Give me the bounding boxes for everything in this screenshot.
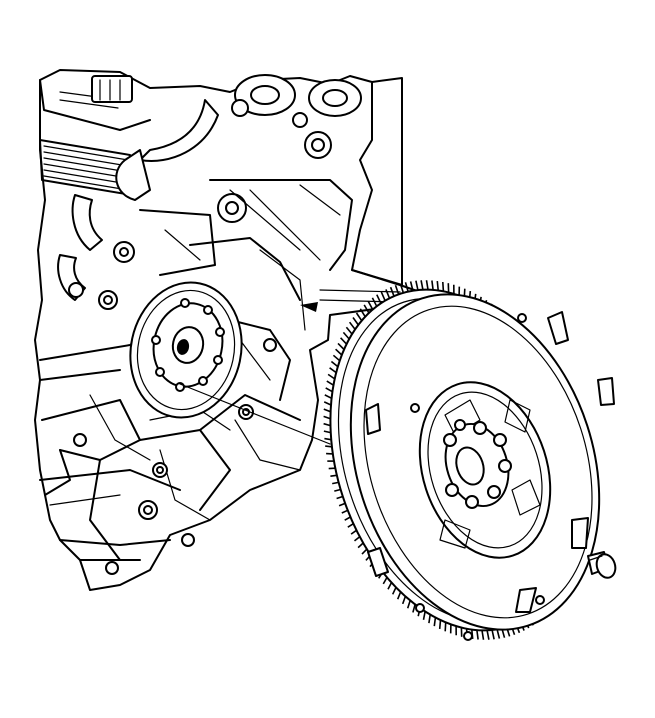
- flywheel: [323, 280, 615, 641]
- ring-gear-tooth: [332, 354, 341, 362]
- ring-gear-tooth: [342, 331, 350, 340]
- ring-gear-tooth: [337, 342, 345, 351]
- ring-gear-tooth: [380, 291, 386, 302]
- ring-gear-tooth: [412, 604, 416, 613]
- ring-gear-tooth: [382, 577, 388, 585]
- ring-gear-tooth: [327, 373, 336, 380]
- ring-gear-tooth: [496, 629, 501, 639]
- ring-gear-tooth: [422, 611, 426, 620]
- ring-gear-tooth: [359, 308, 366, 318]
- ring-gear-tooth: [406, 600, 411, 609]
- ring-gear-tooth: [401, 596, 407, 605]
- ring-gear-tooth: [340, 337, 348, 345]
- ring-gear-tooth: [350, 529, 357, 535]
- ring-gear-tooth: [476, 629, 479, 640]
- ring-gear-tooth: [399, 283, 405, 294]
- ring-gear-tooth: [330, 474, 338, 477]
- ring-gear-tooth: [433, 617, 437, 627]
- ring-gear-tooth: [363, 304, 370, 314]
- ring-gear-tooth: [347, 523, 354, 528]
- ring-gear-tooth: [326, 380, 334, 386]
- ring-gear-tooth: [348, 321, 356, 330]
- ring-gear-tooth: [428, 614, 431, 624]
- ring-gear-tooth: [481, 630, 485, 640]
- ring-gear-tooth: [335, 348, 343, 356]
- ring-gear-tooth: [367, 300, 374, 310]
- ring-gear-tooth: [491, 629, 495, 640]
- ring-gear-tooth: [329, 367, 337, 374]
- coolant-hose: [57, 99, 219, 301]
- ring-gear-tooth: [420, 280, 424, 290]
- ring-gear-tooth: [353, 536, 361, 542]
- ring-gear-tooth: [324, 394, 332, 400]
- ring-gear-tooth: [332, 481, 339, 485]
- ring-gear-tooth: [324, 437, 332, 441]
- ring-gear-tooth: [391, 586, 397, 595]
- ring-gear-tooth: [323, 401, 332, 406]
- ring-gear-tooth: [361, 548, 368, 555]
- ring-gear-tooth: [431, 280, 434, 291]
- ring-gear-tooth: [394, 285, 400, 295]
- ring-gear-tooth: [415, 280, 419, 291]
- ring-gear-tooth: [341, 509, 349, 514]
- ring-gear-tooth: [345, 326, 353, 335]
- ring-gear-tooth: [438, 620, 442, 629]
- ring-gear-tooth: [355, 312, 363, 322]
- ring-gear-tooth: [338, 502, 346, 507]
- ring-gear-tooth: [486, 630, 490, 640]
- ring-gear-tooth: [404, 282, 409, 292]
- ring-gear-tooth: [385, 289, 391, 299]
- ring-gear-tooth: [323, 430, 331, 434]
- ring-gear-tooth: [325, 387, 333, 393]
- ring-gear-tooth: [330, 360, 339, 368]
- ring-gear-tooth: [389, 286, 395, 297]
- ring-gear-tooth: [323, 408, 331, 413]
- ring-gear-tooth: [442, 281, 445, 292]
- ring-gear-tooth: [396, 591, 402, 600]
- crankshaft-flange: [129, 281, 243, 419]
- ring-gear-tooth: [323, 415, 331, 420]
- ring-gear-tooth: [444, 622, 447, 632]
- ring-gear-tooth: [344, 516, 351, 521]
- ring-gear-tooth: [425, 280, 429, 290]
- ring-gear-tooth: [325, 445, 332, 448]
- ring-gear-tooth: [409, 281, 414, 291]
- ring-gear-tooth: [334, 488, 341, 492]
- ring-gear-tooth: [357, 542, 364, 549]
- ring-gear-tooth: [376, 294, 382, 304]
- ring-gear-tooth: [436, 281, 439, 291]
- ring-gear-tooth: [371, 297, 378, 307]
- ring-gear-tooth: [323, 422, 331, 427]
- ring-gear-tooth: [336, 495, 344, 500]
- ring-gear-tooth: [387, 582, 393, 590]
- ring-gear-tooth: [352, 317, 359, 326]
- flywheel-bolt: [587, 551, 617, 579]
